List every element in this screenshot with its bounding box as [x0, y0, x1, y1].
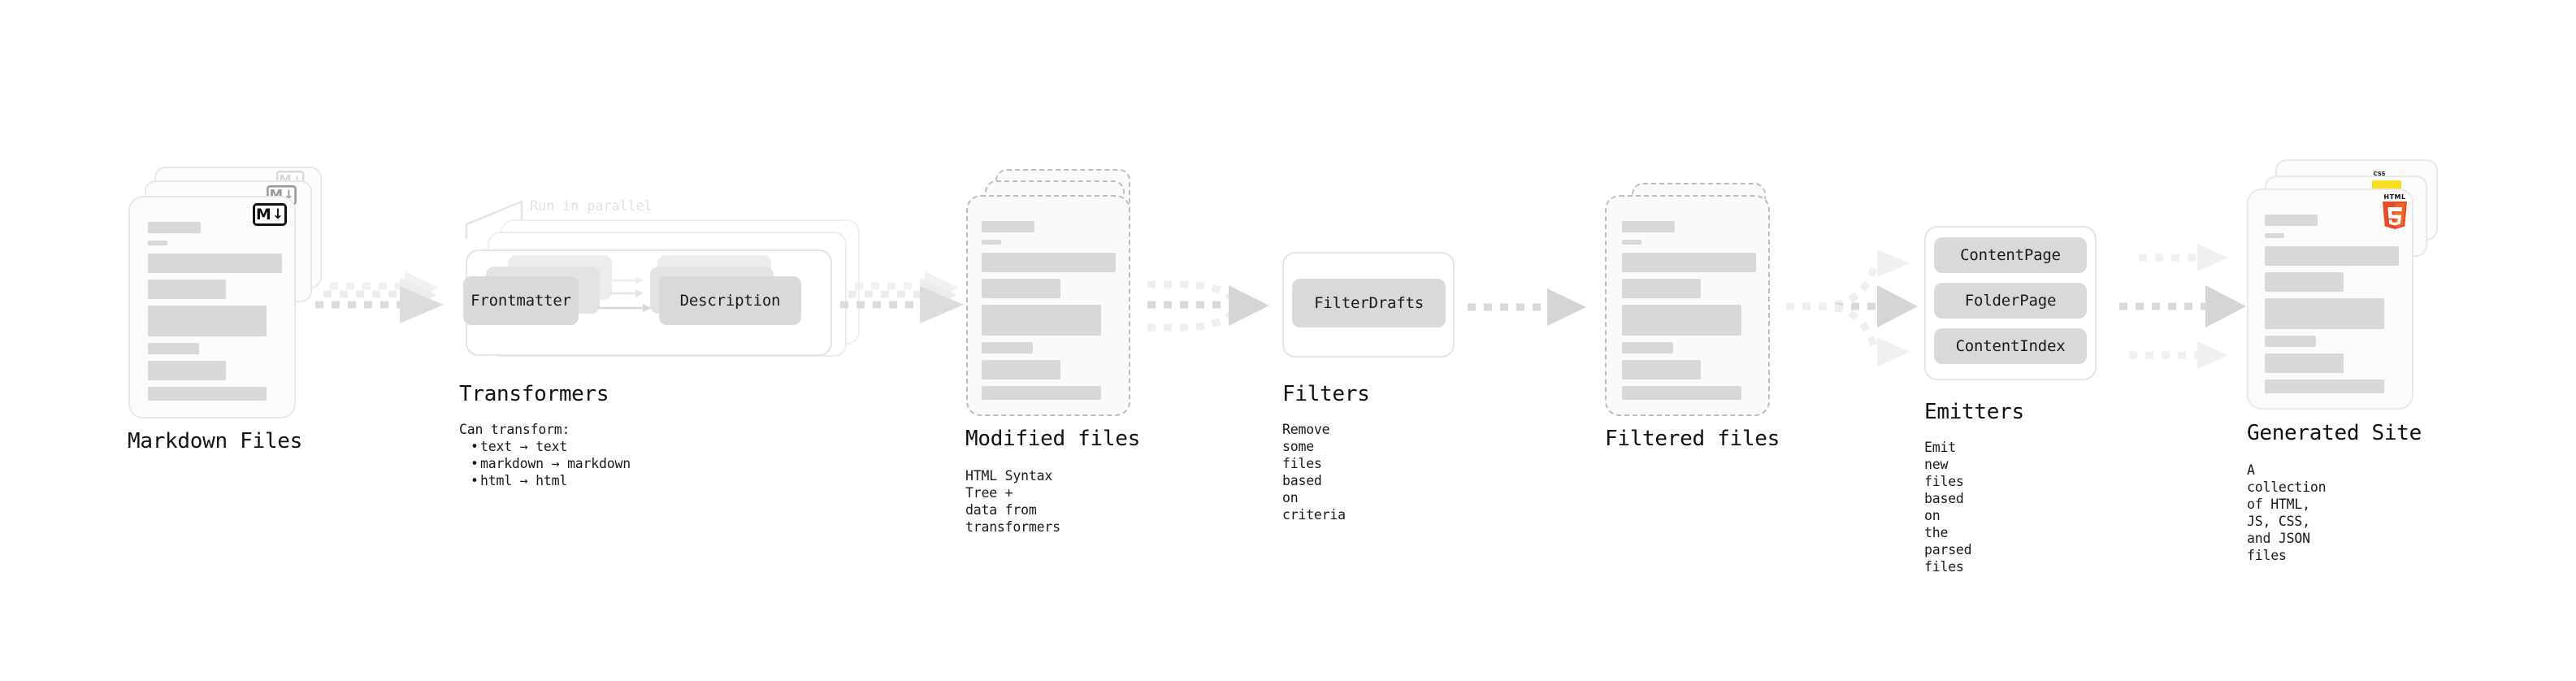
markdown-badge-arrow-icon: ↓	[293, 174, 302, 186]
skeleton-line	[1622, 386, 1741, 400]
contentindex-chip[interactable]: ContentIndex	[1934, 328, 2087, 364]
skeleton-line	[2265, 380, 2384, 393]
stage-title-generated-site: Generated Site	[2247, 421, 2422, 445]
skeleton-line	[982, 342, 1033, 354]
html5-badge-label: HTML	[2383, 193, 2406, 201]
arrow-emitters-to-generated-site	[2119, 244, 2246, 369]
stage-title-emitters: Emitters	[1924, 400, 2024, 424]
stage-title-filters: Filters	[1282, 382, 1370, 406]
css-badge-label: CSS	[2373, 171, 2386, 177]
skeleton-line	[1622, 253, 1756, 272]
skeleton-line	[2265, 336, 2316, 347]
skeleton-line	[982, 279, 1060, 298]
skeleton-line	[1622, 360, 1701, 380]
skeleton-line	[148, 343, 199, 354]
run-in-parallel-label: Run in parallel	[530, 198, 653, 215]
skeleton-line	[982, 360, 1060, 380]
markdown-file-front	[128, 196, 296, 419]
transformer-inner-arrows	[598, 276, 652, 312]
markdown-badge-letter: M	[255, 205, 271, 223]
skeleton-line	[148, 241, 167, 245]
transformers-capability-list: Can transform: text → text markdown → ma…	[459, 421, 631, 489]
bullet-item: text → text	[471, 438, 631, 455]
markdown-badge-arrow-icon: ↓	[271, 206, 284, 223]
skeleton-line	[148, 222, 201, 233]
stage-title-transformers: Transformers	[459, 382, 609, 406]
skeleton-line	[148, 387, 267, 401]
stage-subtitle-emitters: Emit new files based on the parsed files	[1924, 440, 1972, 575]
skeleton-line	[2265, 246, 2399, 266]
stage-subtitle-filters: Remove some files based on criteria	[1282, 422, 1346, 523]
skeleton-line	[1622, 342, 1673, 354]
html5-badge-icon: HTML	[2380, 193, 2409, 229]
skeleton-line	[2265, 272, 2344, 292]
skeleton-line	[1622, 221, 1675, 232]
skeleton-line	[148, 306, 267, 336]
skeleton-line	[1622, 240, 1641, 245]
skeleton-line	[2265, 354, 2344, 373]
filterdrafts-chip[interactable]: FilterDrafts	[1292, 279, 1446, 327]
bullets-header: Can transform:	[459, 422, 570, 437]
skeleton-line	[982, 221, 1034, 232]
skeleton-line	[148, 361, 226, 380]
skeleton-line	[2265, 233, 2284, 238]
bullet-item: html → html	[471, 472, 631, 489]
bullets-list: text → text markdown → markdown html → h…	[459, 438, 631, 489]
bullet-item: markdown → markdown	[471, 455, 631, 472]
arrow-filtered-files-to-emitters	[1786, 249, 1918, 367]
skeleton-line	[2265, 215, 2318, 226]
arrow-filters-to-filtered-files	[1468, 288, 1586, 326]
description-chip[interactable]: Description	[659, 276, 801, 325]
stage-subtitle-modified-files: HTML Syntax Tree + data from transformer…	[965, 468, 1060, 535]
skeleton-line	[1622, 279, 1701, 298]
contentpage-chip[interactable]: ContentPage	[1934, 237, 2087, 273]
skeleton-line	[982, 305, 1101, 336]
skeleton-line	[982, 240, 1001, 245]
stage-title-markdown-files: Markdown Files	[128, 429, 302, 453]
modified-file-front	[966, 195, 1130, 416]
skeleton-line	[2265, 298, 2384, 329]
arrow-modified-files-to-filters	[1147, 280, 1269, 332]
skeleton-line	[982, 386, 1101, 400]
stage-title-filtered-files: Filtered files	[1605, 427, 1780, 451]
run-in-parallel-bracket	[465, 200, 523, 239]
skeleton-line	[148, 254, 282, 273]
folderpage-chip[interactable]: FolderPage	[1934, 283, 2087, 319]
stage-subtitle-generated-site: A collection of HTML, JS, CSS, and JSON …	[2247, 462, 2327, 563]
arrow-markdown-to-transformers	[315, 271, 444, 323]
skeleton-line	[1622, 305, 1741, 336]
skeleton-line	[148, 280, 226, 299]
stage-title-modified-files: Modified files	[965, 427, 1140, 451]
markdown-badge-icon: M↓	[253, 203, 287, 226]
frontmatter-chip[interactable]: Frontmatter	[463, 276, 579, 325]
skeleton-line	[982, 253, 1116, 272]
filtered-file-front	[1605, 195, 1770, 416]
arrow-transformers-to-modified-files	[840, 271, 964, 323]
